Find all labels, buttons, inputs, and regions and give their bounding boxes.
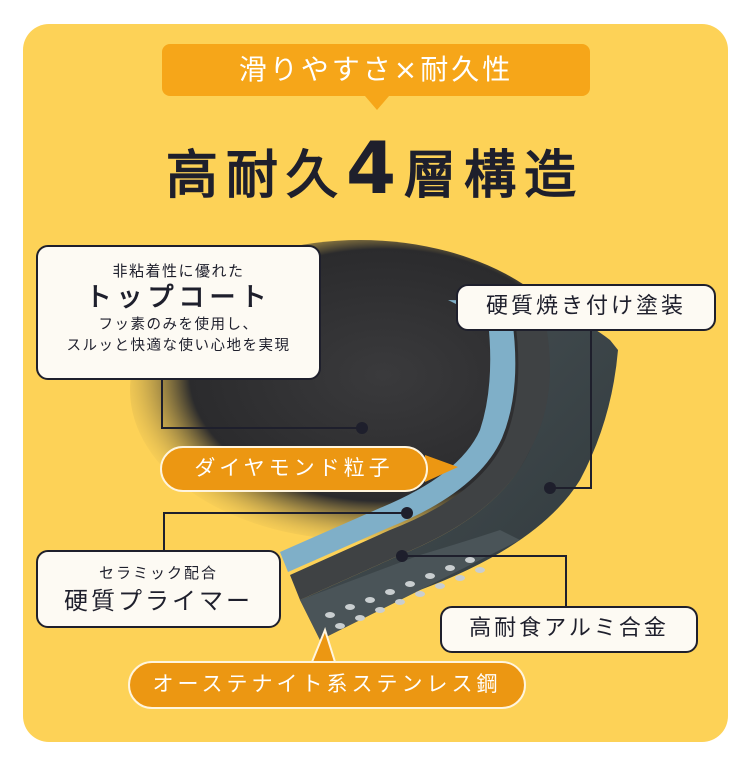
label-stainless-steel: オーステナイト系ステンレス鋼 bbox=[128, 661, 526, 709]
leader-dots bbox=[356, 422, 556, 562]
label-primer: セラミック配合 硬質プライマー bbox=[36, 550, 281, 628]
title-pre: 高耐久 bbox=[165, 146, 346, 206]
topcoat-title: トップコート bbox=[85, 283, 272, 313]
label-diamond-particles: ダイヤモンド粒子 bbox=[160, 446, 428, 492]
steel-pointer bbox=[310, 627, 337, 663]
tagline-badge: 滑りやすさ×耐久性 bbox=[162, 44, 590, 96]
steel-perforations bbox=[325, 557, 485, 629]
label-bake-coat: 硬質焼き付け塗装 bbox=[456, 284, 716, 331]
label-aluminum-alloy: 高耐食アルミ合金 bbox=[440, 606, 698, 653]
tagline-badge-tail bbox=[365, 96, 389, 110]
primer-title: 硬質プライマー bbox=[64, 587, 253, 615]
topcoat-desc-2: スルッと快適な使い心地を実現 bbox=[66, 338, 291, 354]
topcoat-subtitle: 非粘着性に優れた bbox=[112, 262, 245, 280]
title-post: 層構造 bbox=[404, 146, 585, 206]
page-title: 高耐久4層構造 bbox=[0, 128, 750, 216]
diamond-pointer bbox=[425, 455, 458, 482]
topcoat-desc-1: フッ素のみを使用し、 bbox=[98, 317, 259, 333]
label-topcoat: 非粘着性に優れた トップコート フッ素のみを使用し、 スルッと快適な使い心地を実… bbox=[36, 245, 321, 380]
primer-subtitle: セラミック配合 bbox=[98, 564, 218, 582]
leader-lines bbox=[161, 331, 592, 606]
title-number: 4 bbox=[345, 126, 405, 210]
